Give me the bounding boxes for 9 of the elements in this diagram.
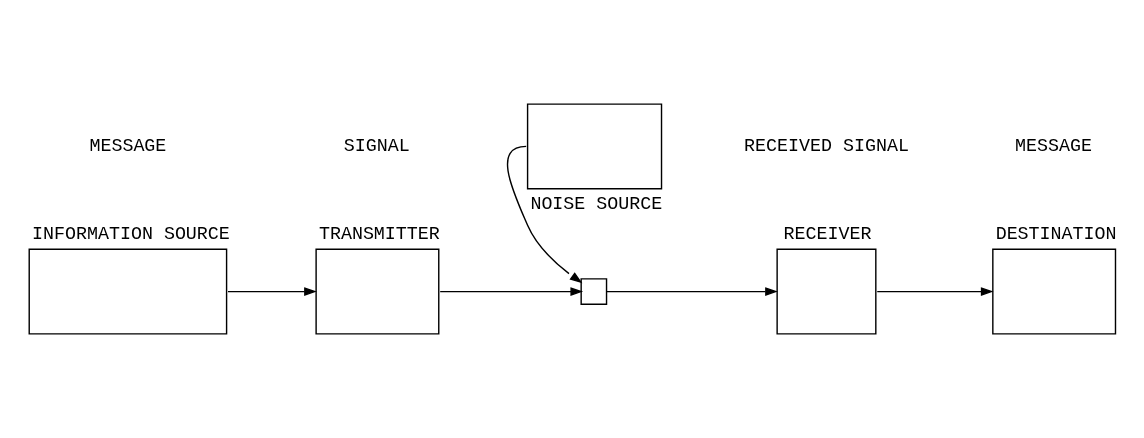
label: RECEIVED SIGNAL — [744, 136, 909, 158]
node-label: INFORMATION SOURCE — [32, 223, 230, 245]
label: MESSAGE — [89, 136, 167, 158]
node-label: RECEIVER — [783, 223, 872, 245]
node-label: DESTINATION — [995, 223, 1117, 245]
label: SIGNAL — [343, 136, 410, 158]
node-label: TRANSMITTER — [318, 223, 440, 245]
node-label: NOISE SOURCE — [530, 193, 663, 215]
label: MESSAGE — [1014, 136, 1092, 158]
